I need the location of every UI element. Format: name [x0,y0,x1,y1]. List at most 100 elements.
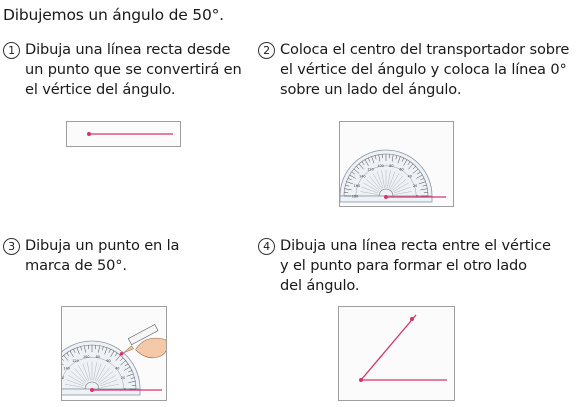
pencil-icon [123,324,159,353]
protractor-tick [69,350,74,358]
protractor-inner-arc [62,357,124,390]
protractor-spoke [96,365,106,382]
figure-1-frame [66,121,181,147]
protractor-spoke [68,375,85,385]
figure-4-second-ray [360,314,417,381]
protractor-scale-label: 20 [413,184,417,188]
protractor-scale-label: 80 [96,355,100,359]
protractor-tick [412,168,419,174]
protractor-tick [73,349,76,353]
protractor: 020406080100120140160180 [340,149,433,203]
figure-4-50-degree-point [410,317,414,321]
step-2: 2 Coloca el centro del transportador sob… [258,40,569,100]
protractor-spoke [87,362,91,381]
protractor-tick [120,360,126,366]
step-1-line: el vértice del ángulo. [25,81,176,98]
protractor-scale-label: 120 [72,359,78,363]
step-3-line: Dibuja un punto en la [25,237,180,254]
figure-2-frame: 020406080100120140160180 [339,121,454,207]
protractor-tick [368,157,371,162]
protractor-tick [420,188,428,191]
protractor-tick [416,171,421,175]
protractor-tick [347,178,352,181]
protractor-scale-label: 140 [63,366,69,370]
protractor-tick [345,184,350,187]
protractor-tick [371,156,375,164]
protractor-tick [349,174,356,179]
protractor-center-mark [378,188,394,197]
protractor-spoke [390,173,400,189]
protractor-tick [418,181,426,185]
protractor-spoke [391,175,403,190]
protractor-scale-label: 80 [389,164,393,168]
protractor-tick [66,352,70,357]
protractor-spoke [93,362,97,381]
protractor-scale-label: 60 [106,359,110,363]
protractor-tick [391,154,394,162]
protractor-spoke [381,170,385,188]
protractor-tick [128,381,136,383]
protractor-tick [378,154,381,162]
vertex-point [90,388,94,392]
protractor-spoke [70,371,86,384]
page-title: Dibujemos un ángulo de 50°. [3,6,224,24]
protractor-spoke [369,175,381,190]
figure-4-vertex-point [359,378,363,382]
figure-2-protractor-drawing: 020406080100120140160180 [340,149,446,203]
protractor-tick [62,363,64,366]
protractor-spoke [99,375,116,385]
protractor-tick [108,349,111,353]
figure-3-frame: 020406080100120140160180 [61,306,167,401]
protractor-scale-label: 120 [367,168,373,172]
protractor-tick [351,171,356,175]
protractor-tick [130,377,135,379]
protractor-tick [346,181,354,185]
protractor-spoke [365,179,380,191]
protractor-tick [403,159,408,166]
protractor-spoke [361,186,379,194]
protractor-tick [63,355,69,361]
protractor-scale-label: 20 [121,376,125,380]
protractor-spoke [66,379,84,387]
protractor-tick [356,166,360,170]
step-2-line: Coloca el centro del transportador sobre [280,41,570,58]
protractor-scale-label: 140 [359,175,365,179]
protractor-tick [124,363,129,367]
protractor-spoke [100,379,118,387]
protractor-scale-label: 160 [62,376,64,380]
protractor-tick [412,166,416,170]
protractor-tick [120,357,124,361]
protractor-spoke [78,365,88,382]
protractor-tick [397,156,401,164]
protractor-tick [353,168,360,174]
protractor-center-mark [84,381,100,390]
protractor-tick [110,350,115,358]
protractor-scale-label: 40 [408,175,412,179]
step-2-text: Coloca el centro del transportador sobre… [258,40,569,100]
step-3-number: 3 [3,238,20,255]
protractor-tick [126,373,134,377]
protractor-spoke [363,182,379,192]
protractor-tick [422,184,427,187]
figure-1-vertex-point [87,132,91,136]
step-2-number: 2 [258,42,275,59]
protractor-tick [344,188,352,191]
protractor-tick [395,155,398,160]
protractor-scale-label: 160 [354,184,360,188]
figure-4-frame [338,306,455,401]
protractor-scale-label: 100 [83,355,89,359]
protractor-spoke [393,186,411,194]
protractor-spoke [372,173,382,189]
step-4-line: Dibuja una línea recta entre el vértice [280,237,551,254]
protractor-tick [128,370,132,373]
protractor-tick [123,366,131,371]
protractor-tick [84,345,86,353]
protractor-tick [115,355,121,361]
step-4-text: Dibuja una línea recta entre el vértice … [258,236,551,296]
protractor-body [62,340,141,390]
step-1-line: Dibuja una línea recta desde [25,41,231,58]
protractor-spoke [387,170,391,188]
protractor-tick [364,159,369,166]
step-4-line: del ángulo. [280,277,360,294]
protractor-spoke [394,191,412,195]
